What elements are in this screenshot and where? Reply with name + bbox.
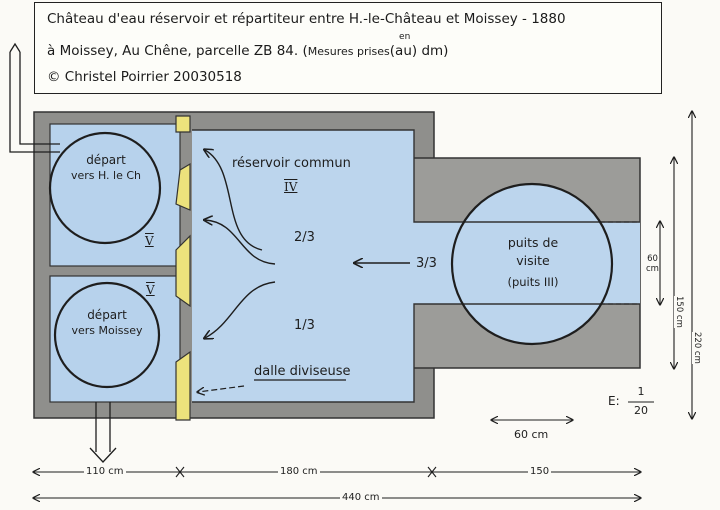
label-scale-e: E: <box>608 394 620 408</box>
chamber-bottom <box>50 276 180 402</box>
label-puits-3: (puits III) <box>507 275 559 289</box>
title-line-2-end: dm) <box>421 43 449 59</box>
outlet-circle-bottom <box>53 281 161 389</box>
label-three-thirds: 3/3 <box>416 256 437 271</box>
slab-1 <box>175 115 191 133</box>
label-reservoir-num: IV <box>284 180 298 194</box>
slab-2 <box>175 162 191 211</box>
label-depart-bottom-2: vers Moissey <box>71 324 143 337</box>
chamber-bottom-outline <box>49 275 181 403</box>
label-puits: puits de visite (puits III) <box>478 234 588 291</box>
inlet-arrow <box>9 42 21 53</box>
slab-3 <box>175 234 191 308</box>
title-box: Château d'eau réservoir et répartiteur e… <box>34 2 662 94</box>
label-puits-1: puits de <box>507 235 559 250</box>
title-line-2: à Moissey, Au Chêne, parcelle ZB 84. (Me… <box>47 32 449 59</box>
title-line-2-under: au <box>395 43 412 59</box>
flow-arrow-bottom <box>205 281 276 338</box>
label-puits-2: visite <box>516 253 550 268</box>
dim-150: 150 <box>528 466 552 477</box>
dim-tick-2 <box>427 466 437 478</box>
dim-tick-1 <box>175 466 185 478</box>
dalle-pointer <box>198 385 245 392</box>
label-reservoir: réservoir commun <box>232 156 351 171</box>
flow-arrow-top <box>205 150 263 251</box>
dim-180: 180 cm <box>278 466 320 477</box>
inlet-pipe <box>9 52 60 153</box>
dim-60-right-a: 60 <box>647 254 658 264</box>
dim-440: 440 cm <box>340 492 382 503</box>
label-one-third: 1/3 <box>294 318 315 333</box>
well-circle <box>450 182 614 346</box>
dim-220-right: 220 cm <box>692 332 702 364</box>
dim-110: 110 cm <box>84 466 126 477</box>
dim-60-right: 60 cm <box>646 254 659 274</box>
label-scale-num: 1 <box>637 385 645 398</box>
label-scale-den: 20 <box>634 404 648 417</box>
title-line-2-main: à Moissey, Au Chêne, parcelle ZB 84. ( <box>47 43 308 59</box>
label-depart-top-1: départ <box>86 153 126 167</box>
title-line-2-over: en <box>399 32 411 42</box>
label-two-thirds: 2/3 <box>294 230 315 245</box>
outlet-circle-top <box>48 131 162 245</box>
title-line-2-small: Mesures prises <box>307 45 390 58</box>
label-depart-top: départ vers H. le Ch <box>62 153 150 182</box>
slab-4 <box>175 350 191 421</box>
reservoir-outline <box>192 129 640 403</box>
label-depart-top-2: vers H. le Ch <box>70 169 142 182</box>
label-depart-bottom: départ vers Moissey <box>62 308 152 337</box>
dim-150-right: 150 cm <box>674 296 684 328</box>
label-roman-top: V <box>145 234 154 248</box>
outlet-pipe <box>95 402 111 452</box>
outlet-arrow <box>89 447 117 463</box>
reservoir-main <box>192 130 414 402</box>
title-line-1: Château d'eau réservoir et répartiteur e… <box>47 11 566 27</box>
title-line-3: © Christel Poirrier 20030518 <box>47 69 242 85</box>
label-dalle: dalle diviseuse <box>254 364 351 379</box>
label-depart-bottom-1: départ <box>87 308 127 322</box>
dim-60-bottom: 60 cm <box>514 428 549 441</box>
dim-60-right-b: cm <box>646 264 659 274</box>
flow-arrow-mid <box>205 220 276 265</box>
label-roman-bottom: V <box>146 283 155 297</box>
